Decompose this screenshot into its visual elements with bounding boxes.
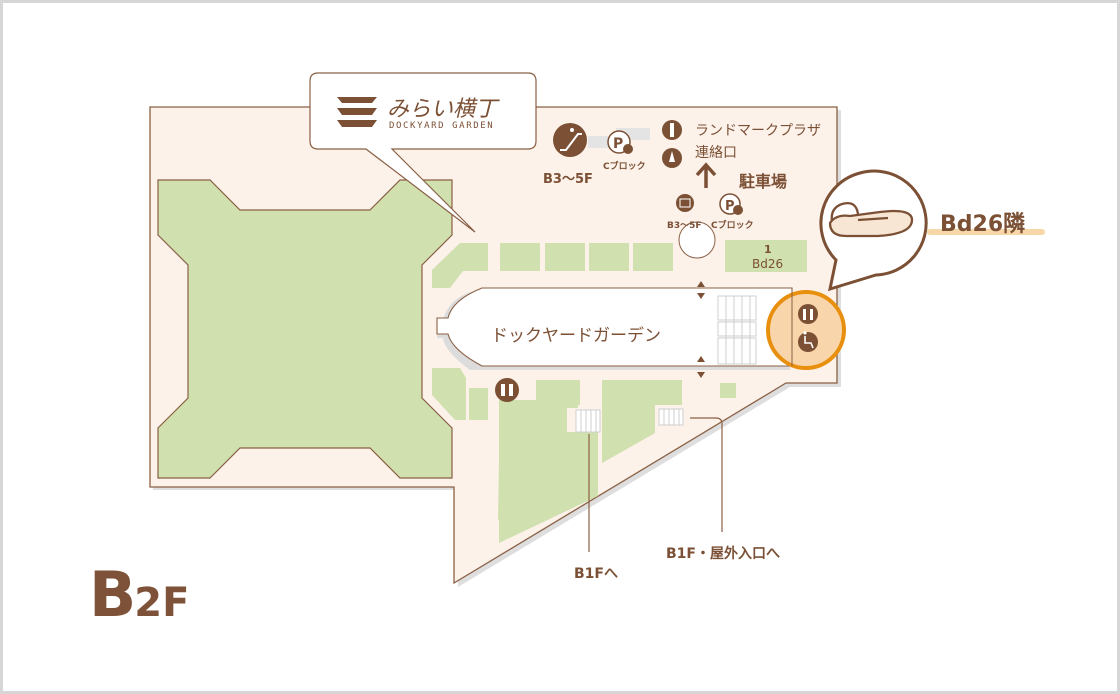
floor-label-letter: B	[89, 558, 136, 631]
svg-text:P: P	[613, 136, 623, 152]
shop-bd26-code[interactable]: Bd26	[752, 257, 784, 271]
shop-bd26-number[interactable]: 1	[764, 243, 772, 256]
floor-plan-drawing: P P	[149, 72, 1045, 587]
logo-subtitle: DOCKYARD GARDEN	[389, 121, 495, 131]
parking-label[interactable]: 駐車場	[739, 172, 788, 191]
dockyard-garden-atrium	[436, 287, 793, 367]
svg-text:P: P	[725, 199, 735, 214]
landmark-plaza-line2[interactable]: 連絡口	[695, 145, 737, 161]
escalator-label: B3〜5F	[543, 172, 593, 187]
garden-label: ドックヤードガーデン	[491, 326, 661, 346]
stairs-b1f-outdoor-label: B1F・屋外入口へ	[666, 546, 780, 562]
floor-label: B2F	[89, 558, 189, 631]
parking-c-top-label: Cブロック	[603, 162, 646, 172]
elevator-label: B3〜5F	[667, 221, 702, 231]
logo-title: みらい横丁	[387, 97, 498, 122]
callout-label: Bd26隣	[940, 212, 1026, 237]
floor-map: P P みらい横丁 DOCKYARD GARDEN B3〜5F Cブロック ラン…	[3, 3, 1117, 691]
restroom-highlight	[766, 290, 846, 370]
landmark-plaza-line1[interactable]: ランドマークプラザ	[695, 123, 821, 139]
stairs-b1f-label: B1Fへ	[574, 566, 618, 582]
logo-mark-icon	[337, 97, 377, 127]
shop-bd26	[725, 240, 807, 272]
toilet-icon	[828, 201, 914, 238]
large-shop-area	[157, 179, 453, 479]
parking-c-bottom-label: Cブロック	[711, 221, 754, 231]
floor-label-number: 2F	[134, 580, 190, 626]
